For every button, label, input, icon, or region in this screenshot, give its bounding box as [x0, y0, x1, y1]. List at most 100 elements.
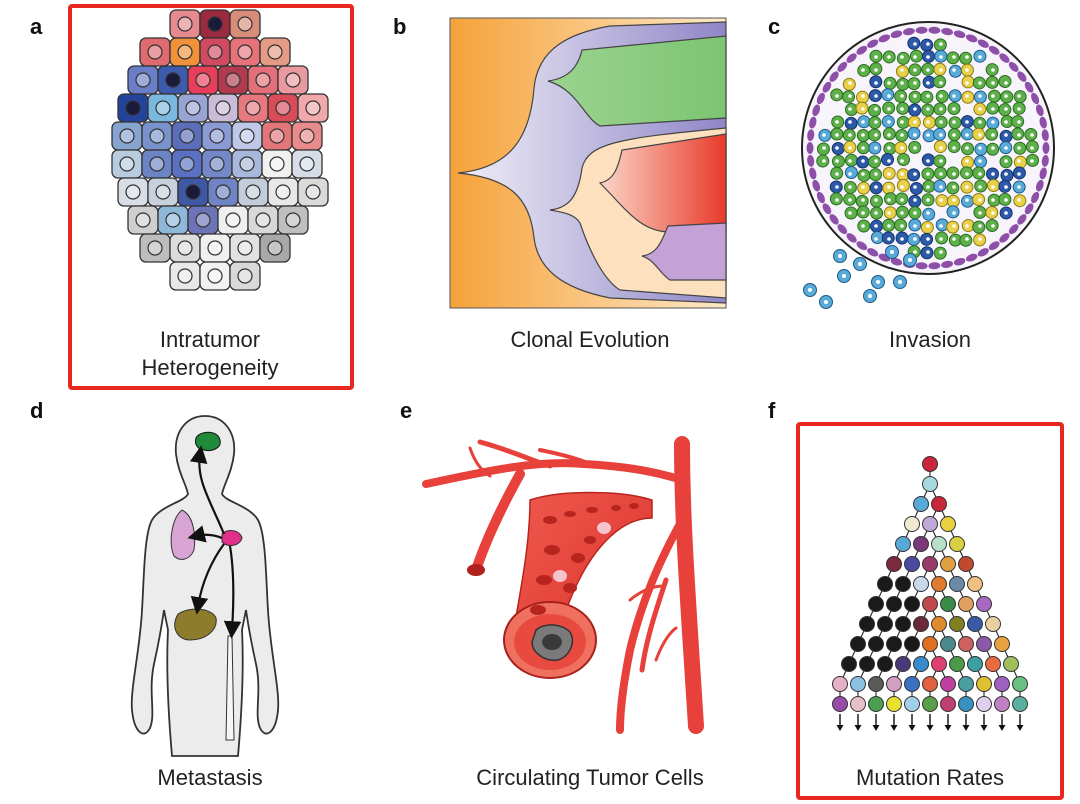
- lineage-cell: [913, 656, 929, 672]
- lineage-cell: [976, 636, 992, 652]
- caption-a: Intratumor Heterogeneity: [90, 326, 330, 382]
- tumor-cell-nucleus: [225, 212, 241, 228]
- tumor-cell: [933, 75, 947, 89]
- tumor-cell-nucleus: [926, 185, 930, 189]
- stromal-cell: [867, 248, 879, 257]
- lineage-cell: [868, 636, 884, 652]
- lineage-cell: [859, 616, 875, 632]
- metastasis-body-diagram: [130, 415, 280, 757]
- tumor-cell-nucleus: [195, 72, 211, 88]
- tumor-cell-nucleus: [926, 68, 930, 72]
- tumor-cell-nucleus: [874, 159, 878, 163]
- tumor-cell-nucleus: [155, 184, 171, 200]
- tumor-cell-nucleus: [913, 120, 917, 124]
- lineage-cell: [958, 556, 974, 572]
- lineage-cell: [985, 616, 1001, 632]
- tumor-cell: [883, 192, 897, 206]
- stromal-cell: [812, 104, 821, 117]
- tumor-cell-nucleus: [978, 120, 982, 124]
- lineage-cell: [958, 636, 974, 652]
- caption-f: Mutation Rates: [856, 765, 1004, 790]
- lineage-cell: [949, 576, 965, 592]
- stromal-cell: [837, 61, 848, 72]
- tumor-cell-nucleus: [267, 240, 283, 256]
- tumor-cell-nucleus: [239, 128, 255, 144]
- tumor-cell-nucleus: [939, 185, 943, 189]
- tumor-cell-nucleus: [926, 107, 930, 111]
- lineage-cell: [940, 596, 956, 612]
- lineage-cell: [913, 616, 929, 632]
- tumor-cell-nucleus: [1004, 211, 1008, 215]
- tumor-cell-nucleus: [822, 146, 826, 150]
- tumor-cell-nucleus: [952, 146, 956, 150]
- arrow-to-bone: [223, 545, 242, 639]
- tumor-cell-nucleus: [269, 128, 285, 144]
- lineage-cell: [886, 636, 902, 652]
- arrow-to-brain: [189, 445, 226, 535]
- tumor-cell-nucleus: [119, 156, 135, 172]
- tumor-cell-nucleus: [848, 172, 852, 176]
- tumor-cell-nucleus: [887, 211, 891, 215]
- stromal-cell: [1024, 203, 1034, 215]
- tumor-cell-nucleus: [939, 120, 943, 124]
- stromal-cell: [807, 129, 815, 142]
- tumor-cell-nucleus: [177, 268, 193, 284]
- invading-cell-nucleus: [908, 258, 912, 262]
- tumor-cell-nucleus: [978, 211, 982, 215]
- stromal-cell: [902, 28, 915, 36]
- tumor-cell-nucleus: [861, 68, 865, 72]
- tumor-cell-nucleus: [913, 55, 917, 59]
- lineage-cell: [1003, 656, 1019, 672]
- lineage-cell: [877, 576, 893, 592]
- lineage-cell: [931, 536, 947, 552]
- vessel-branch-upper: [477, 439, 553, 469]
- lineage-cell: [877, 656, 893, 672]
- panel-letter-d: d: [30, 398, 44, 423]
- tumor-cell-nucleus: [185, 184, 201, 200]
- tumor-cell-nucleus: [848, 120, 852, 124]
- tumor-cell: [881, 88, 895, 102]
- tumor-cell-nucleus: [900, 211, 904, 215]
- stromal-cell: [988, 241, 1000, 251]
- tumor-cell-nucleus: [1004, 107, 1008, 111]
- invading-cell-nucleus: [838, 254, 842, 258]
- tumor-cell-nucleus: [1004, 81, 1008, 85]
- stromal-cell: [806, 142, 814, 154]
- lineage-cell: [904, 676, 920, 692]
- lineage-cell: [1012, 676, 1028, 692]
- lineage-cell: [922, 556, 938, 572]
- tumor-cell-nucleus: [939, 107, 943, 111]
- tumor-cell-nucleus: [835, 120, 839, 124]
- tumor-cell-nucleus: [900, 198, 904, 202]
- tumor-cell-nucleus: [285, 72, 301, 88]
- descendant-arrowhead: [944, 725, 952, 731]
- tumor-cell-nucleus: [939, 172, 943, 176]
- stromal-cell: [809, 167, 817, 180]
- tumor-cell: [896, 153, 910, 167]
- tumor-cell-nucleus: [207, 16, 223, 32]
- tumor-cell-nucleus: [952, 133, 956, 137]
- tumor-cell: [868, 103, 882, 117]
- stromal-cell: [941, 28, 954, 36]
- tumor-cell-nucleus: [1017, 146, 1021, 150]
- tumor-cell-nucleus: [991, 185, 995, 189]
- tumor-cell-nucleus: [900, 94, 904, 98]
- tumor-cell-nucleus: [991, 211, 995, 215]
- lineage-cell: [922, 636, 938, 652]
- tumor-cell-nucleus: [939, 237, 943, 241]
- tumor-cell-nucleus: [978, 94, 982, 98]
- tumor-cell-nucleus: [965, 81, 969, 85]
- tumor-cell-nucleus: [835, 198, 839, 202]
- lineage-cell: [931, 616, 947, 632]
- tumor-cell-nucleus: [965, 224, 969, 228]
- lineage-cell: [967, 616, 983, 632]
- pink-cell: [597, 522, 611, 534]
- stromal-cell: [1017, 71, 1027, 82]
- lineage-cell: [868, 696, 884, 712]
- tumor-cell-nucleus: [887, 107, 891, 111]
- tumor-cell-nucleus: [900, 159, 904, 163]
- tumor-cell-nucleus: [1017, 94, 1021, 98]
- tumor-cell-nucleus: [978, 172, 982, 176]
- stromal-cell: [928, 26, 941, 34]
- stromal-cell: [1024, 81, 1034, 93]
